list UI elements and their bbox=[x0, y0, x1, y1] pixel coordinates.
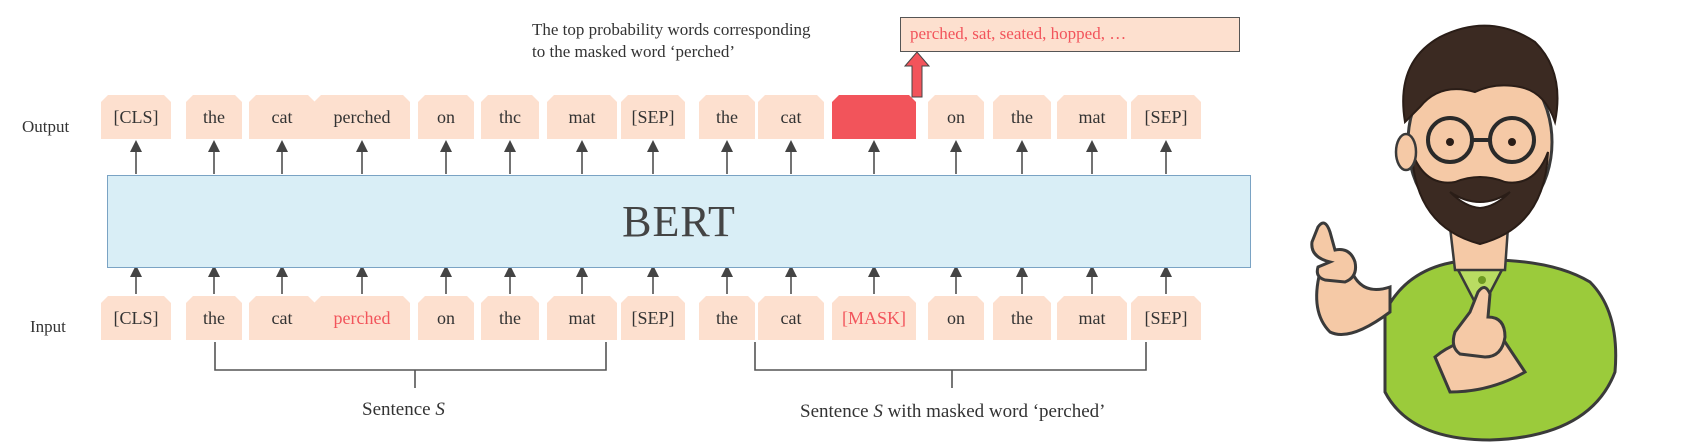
output-token: cat bbox=[249, 95, 315, 139]
masked-output-token bbox=[832, 95, 916, 139]
bert-model-box: BERT bbox=[107, 175, 1251, 268]
sentence-label-var: S bbox=[435, 399, 445, 420]
callout-caption-line2: to the masked word ‘perched’ bbox=[532, 42, 735, 61]
input-token: [SEP] bbox=[1131, 296, 1201, 340]
masked-sentence-bracket bbox=[754, 342, 1147, 388]
input-token: [MASK] bbox=[832, 296, 916, 340]
input-row-label: Input bbox=[30, 317, 66, 336]
output-token: mat bbox=[547, 95, 617, 139]
output-token: mat bbox=[1057, 95, 1127, 139]
masked-sentence-label: Sentence S with masked word ‘perched’ bbox=[800, 401, 1105, 423]
output-token: on bbox=[928, 95, 984, 139]
input-token: [CLS] bbox=[101, 296, 171, 340]
output-token: [SEP] bbox=[1131, 95, 1201, 139]
masked-label-prefix: Sentence bbox=[800, 401, 874, 422]
masked-label-var: S bbox=[873, 401, 883, 422]
input-token: on bbox=[418, 296, 474, 340]
input-token: mat bbox=[1057, 296, 1127, 340]
output-token: [SEP] bbox=[621, 95, 685, 139]
sentence-label: Sentence S bbox=[362, 399, 445, 421]
output-token: the bbox=[993, 95, 1051, 139]
input-token: perched bbox=[314, 296, 410, 340]
input-token: the bbox=[699, 296, 755, 340]
input-token: cat bbox=[758, 296, 824, 340]
output-token: perched bbox=[314, 95, 410, 139]
output-token: the bbox=[186, 95, 242, 139]
output-row-label: Output bbox=[22, 117, 70, 136]
input-token: the bbox=[481, 296, 539, 340]
output-token: thc bbox=[481, 95, 539, 139]
input-token: cat bbox=[249, 296, 315, 340]
input-token: the bbox=[186, 296, 242, 340]
callout-caption: The top probability words corresponding … bbox=[532, 19, 811, 63]
prediction-arrow bbox=[903, 51, 931, 98]
output-token: [CLS] bbox=[101, 95, 171, 139]
input-token: on bbox=[928, 296, 984, 340]
output-token: on bbox=[418, 95, 474, 139]
sentence-bracket bbox=[214, 342, 607, 388]
top-predictions-box: perched, sat, seated, hopped, … bbox=[900, 17, 1240, 52]
thumbs-up-man-illustration bbox=[1310, 24, 1618, 442]
masked-label-suffix: with masked word ‘perched’ bbox=[882, 401, 1106, 422]
input-token: mat bbox=[547, 296, 617, 340]
input-token: the bbox=[993, 296, 1051, 340]
sentence-label-prefix: Sentence bbox=[362, 399, 436, 420]
output-token: cat bbox=[758, 95, 824, 139]
callout-caption-line1: The top probability words corresponding bbox=[532, 20, 811, 39]
input-token: [SEP] bbox=[621, 296, 685, 340]
output-token: the bbox=[699, 95, 755, 139]
